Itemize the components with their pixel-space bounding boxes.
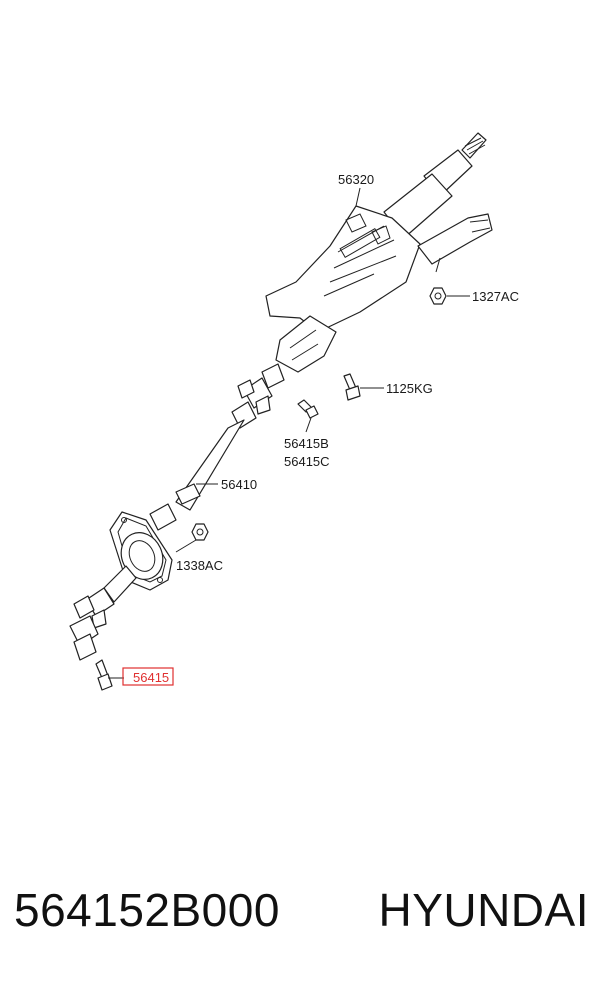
label-56415c: 56415C	[284, 454, 330, 469]
footer-caption: 564152B000 HYUNDAI	[14, 880, 589, 940]
intermediate-shaft-56410	[149, 419, 245, 531]
lower-universal-joint	[69, 565, 137, 661]
label-56410: 56410	[221, 477, 257, 492]
upper-universal-joint	[231, 363, 285, 429]
label-56415: 56415	[133, 670, 169, 685]
bolt-1125kg	[343, 373, 384, 401]
part-number: 564152B000	[14, 884, 280, 936]
brand-name: HYUNDAI	[378, 884, 589, 936]
label-1125kg: 1125KG	[386, 381, 433, 396]
leader-56320	[355, 187, 361, 207]
label-1338ac: 1338AC	[176, 558, 223, 573]
bolt-56415	[95, 659, 124, 691]
label-56320: 56320	[338, 172, 374, 187]
label-56415b: 56415B	[284, 436, 329, 451]
upper-column-assembly	[265, 132, 493, 373]
nut-1338ac	[175, 523, 209, 553]
highlight-box	[122, 667, 174, 686]
bolt-56415b	[297, 399, 319, 433]
label-1327ac: 1327AC	[472, 289, 519, 304]
nut-1327ac	[429, 287, 470, 305]
